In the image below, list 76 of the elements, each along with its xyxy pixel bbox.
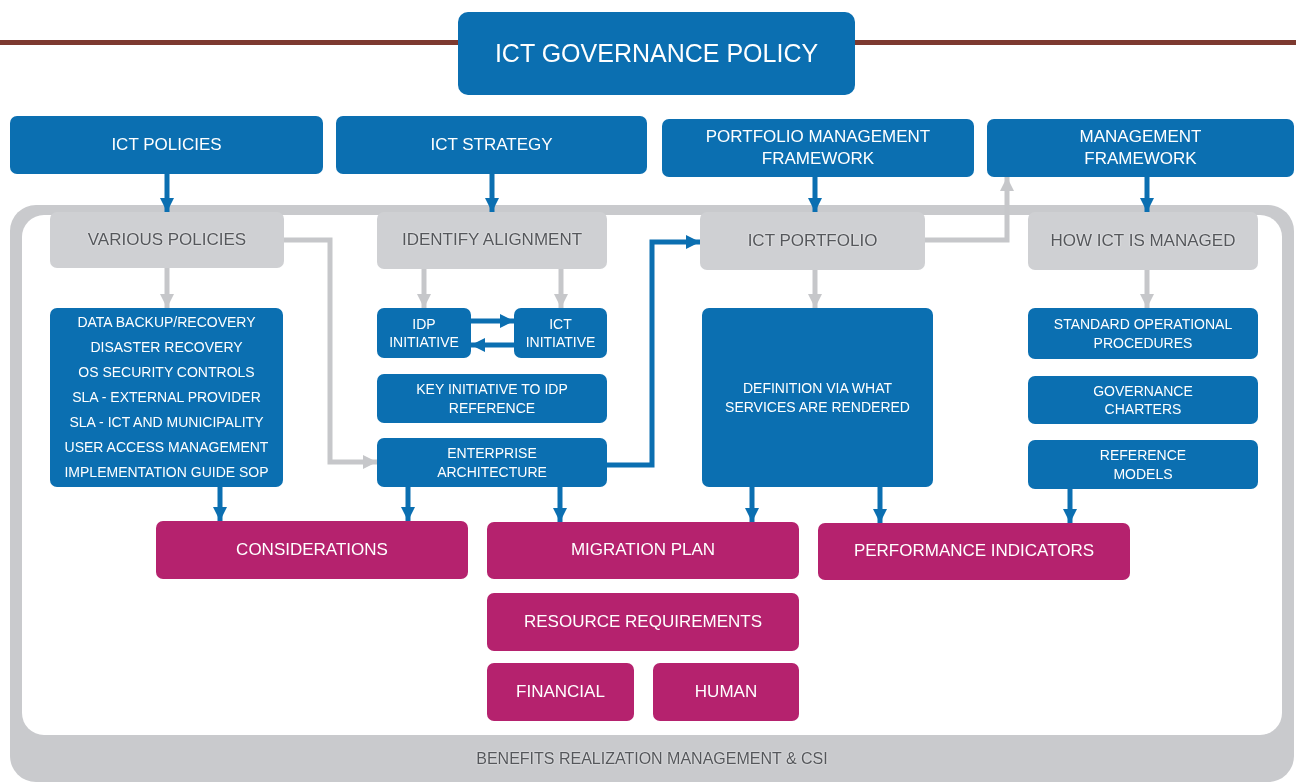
item-box bbox=[514, 308, 607, 358]
box-label: GOVERNANCE CHARTERS bbox=[1092, 381, 1194, 419]
arrow bbox=[417, 269, 431, 308]
box-label: REFERENCE MODELS bbox=[1098, 446, 1188, 483]
outcome-box bbox=[818, 523, 1130, 580]
box-label: HUMAN bbox=[694, 680, 758, 703]
policy-list-box bbox=[50, 308, 283, 487]
list-item: IMPLEMENTATION GUIDE SOP bbox=[64, 463, 269, 482]
arrow bbox=[160, 174, 174, 212]
box-label: FINANCIAL bbox=[516, 680, 605, 703]
box-label: BENEFITS REALIZATION MANAGEMENT & CSI bbox=[475, 749, 829, 770]
arrow bbox=[160, 268, 174, 308]
arrow bbox=[1063, 489, 1077, 523]
outcome-box bbox=[156, 521, 468, 579]
list-item: DATA BACKUP/RECOVERY bbox=[77, 313, 256, 332]
arrow bbox=[284, 237, 377, 469]
arrow bbox=[401, 487, 415, 521]
item-box bbox=[1028, 376, 1258, 424]
item-box bbox=[702, 308, 933, 487]
box-label: ICT GOVERNANCE POLICY bbox=[494, 38, 819, 70]
box-label: ICT INITIATIVE bbox=[524, 314, 597, 352]
arrow bbox=[607, 235, 700, 468]
arrow bbox=[213, 487, 227, 521]
arrow bbox=[1140, 177, 1154, 212]
stage-box bbox=[50, 212, 284, 268]
box-label: VARIOUS POLICIES bbox=[87, 228, 247, 251]
list-item: USER ACCESS MANAGEMENT bbox=[64, 438, 269, 457]
item-box bbox=[1028, 440, 1258, 489]
outcome-box bbox=[653, 663, 799, 721]
box-label: ICT STRATEGY bbox=[430, 133, 553, 156]
box-label: PERFORMANCE INDICATORS bbox=[853, 540, 1095, 563]
list-item: OS SECURITY CONTROLS bbox=[78, 363, 255, 382]
box-label: IDENTIFY ALIGNMENT bbox=[401, 229, 583, 252]
box-label: ENTERPRISE ARCHITECTURE bbox=[436, 444, 548, 481]
item-box bbox=[377, 308, 471, 358]
box-label: CONSIDERATIONS bbox=[236, 538, 388, 561]
box-label: MANAGEMENT FRAMEWORK bbox=[1078, 125, 1203, 170]
arrow bbox=[1140, 270, 1154, 308]
benefits-band bbox=[10, 205, 1294, 782]
category-box bbox=[336, 116, 647, 174]
list-item: SLA - ICT AND MUNICIPALITY bbox=[69, 413, 264, 432]
title-box bbox=[458, 12, 855, 95]
box-label: MIGRATION PLAN bbox=[570, 539, 716, 562]
category-box bbox=[987, 119, 1294, 177]
item-box bbox=[1028, 308, 1258, 359]
arrow bbox=[471, 314, 514, 328]
category-box bbox=[662, 119, 974, 177]
box-label: ICT POLICIES bbox=[111, 133, 222, 156]
arrow bbox=[554, 269, 568, 308]
box-label: PORTFOLIO MANAGEMENT FRAMEWORK bbox=[704, 125, 932, 170]
box-label: KEY INITIATIVE TO IDP REFERENCE bbox=[415, 380, 569, 417]
outcome-box bbox=[487, 593, 799, 651]
stage-box bbox=[377, 212, 607, 269]
list-item: DISASTER RECOVERY bbox=[90, 338, 243, 357]
category-box bbox=[10, 116, 323, 174]
arrow bbox=[553, 487, 567, 522]
arrow bbox=[873, 487, 887, 523]
arrow bbox=[745, 487, 759, 522]
box-label: RESOURCE REQUIREMENTS bbox=[524, 610, 762, 633]
arrow bbox=[485, 174, 499, 212]
item-box bbox=[377, 438, 607, 487]
stage-box bbox=[700, 212, 925, 270]
box-label: IDP INITIATIVE bbox=[388, 314, 460, 352]
stage-box bbox=[1028, 212, 1258, 270]
box-label: STANDARD OPERATIONAL PROCEDURES bbox=[1052, 315, 1234, 352]
arrow bbox=[808, 177, 822, 212]
arrow bbox=[808, 270, 822, 308]
outcome-box bbox=[487, 663, 634, 721]
box-label: ICT PORTFOLIO bbox=[747, 229, 878, 252]
box-label: DEFINITION VIA WHAT SERVICES ARE RENDERED bbox=[724, 379, 911, 416]
outcome-box bbox=[487, 522, 799, 579]
list-item: SLA - EXTERNAL PROVIDER bbox=[72, 388, 261, 407]
item-box bbox=[377, 374, 607, 423]
arrow bbox=[471, 338, 514, 352]
arrow bbox=[925, 177, 1014, 243]
box-label: HOW ICT IS MANAGED bbox=[1050, 229, 1236, 252]
